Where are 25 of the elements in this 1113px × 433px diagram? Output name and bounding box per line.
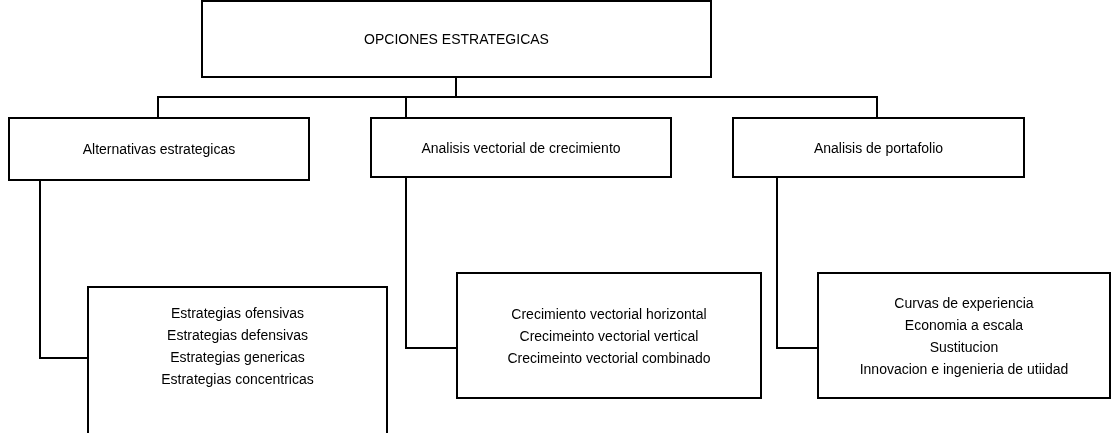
- text-box: [732, 117, 1025, 178]
- box-text: Sustitucion: [929, 337, 999, 357]
- connector-line: [405, 177, 457, 349]
- box-text: Economia a escala: [904, 315, 1024, 335]
- text-box: [201, 0, 712, 78]
- box-text: Estrategias ofensivas: [170, 304, 305, 323]
- text-box: [87, 286, 388, 433]
- text-box: [370, 117, 672, 178]
- box-text: Analisis vectorial de crecimiento: [421, 138, 621, 158]
- text-box: [817, 272, 1111, 399]
- connector-line: [776, 177, 818, 349]
- box-text: Alternativas estrategicas: [82, 140, 236, 159]
- box-text: Crecimeinto vectorial combinado: [507, 348, 711, 368]
- box-text: Estrategias concentricas: [161, 370, 314, 389]
- text-box: [8, 117, 310, 181]
- connector-line: [39, 180, 88, 359]
- box-text: Estrategias genericas: [170, 348, 305, 367]
- box-text: Curvas de experiencia: [894, 293, 1034, 313]
- text-box: [456, 272, 762, 399]
- box-text: OPCIONES ESTRATEGICAS: [364, 30, 549, 49]
- box-text: Analisis de portafolio: [813, 138, 944, 158]
- box-text: Crecimeinto vectorial vertical: [519, 326, 699, 346]
- box-text: Estrategias defensivas: [167, 326, 308, 345]
- box-text: Innovacion e ingenieria de utiidad: [859, 359, 1069, 379]
- box-text: Crecimiento vectorial horizontal: [511, 304, 707, 324]
